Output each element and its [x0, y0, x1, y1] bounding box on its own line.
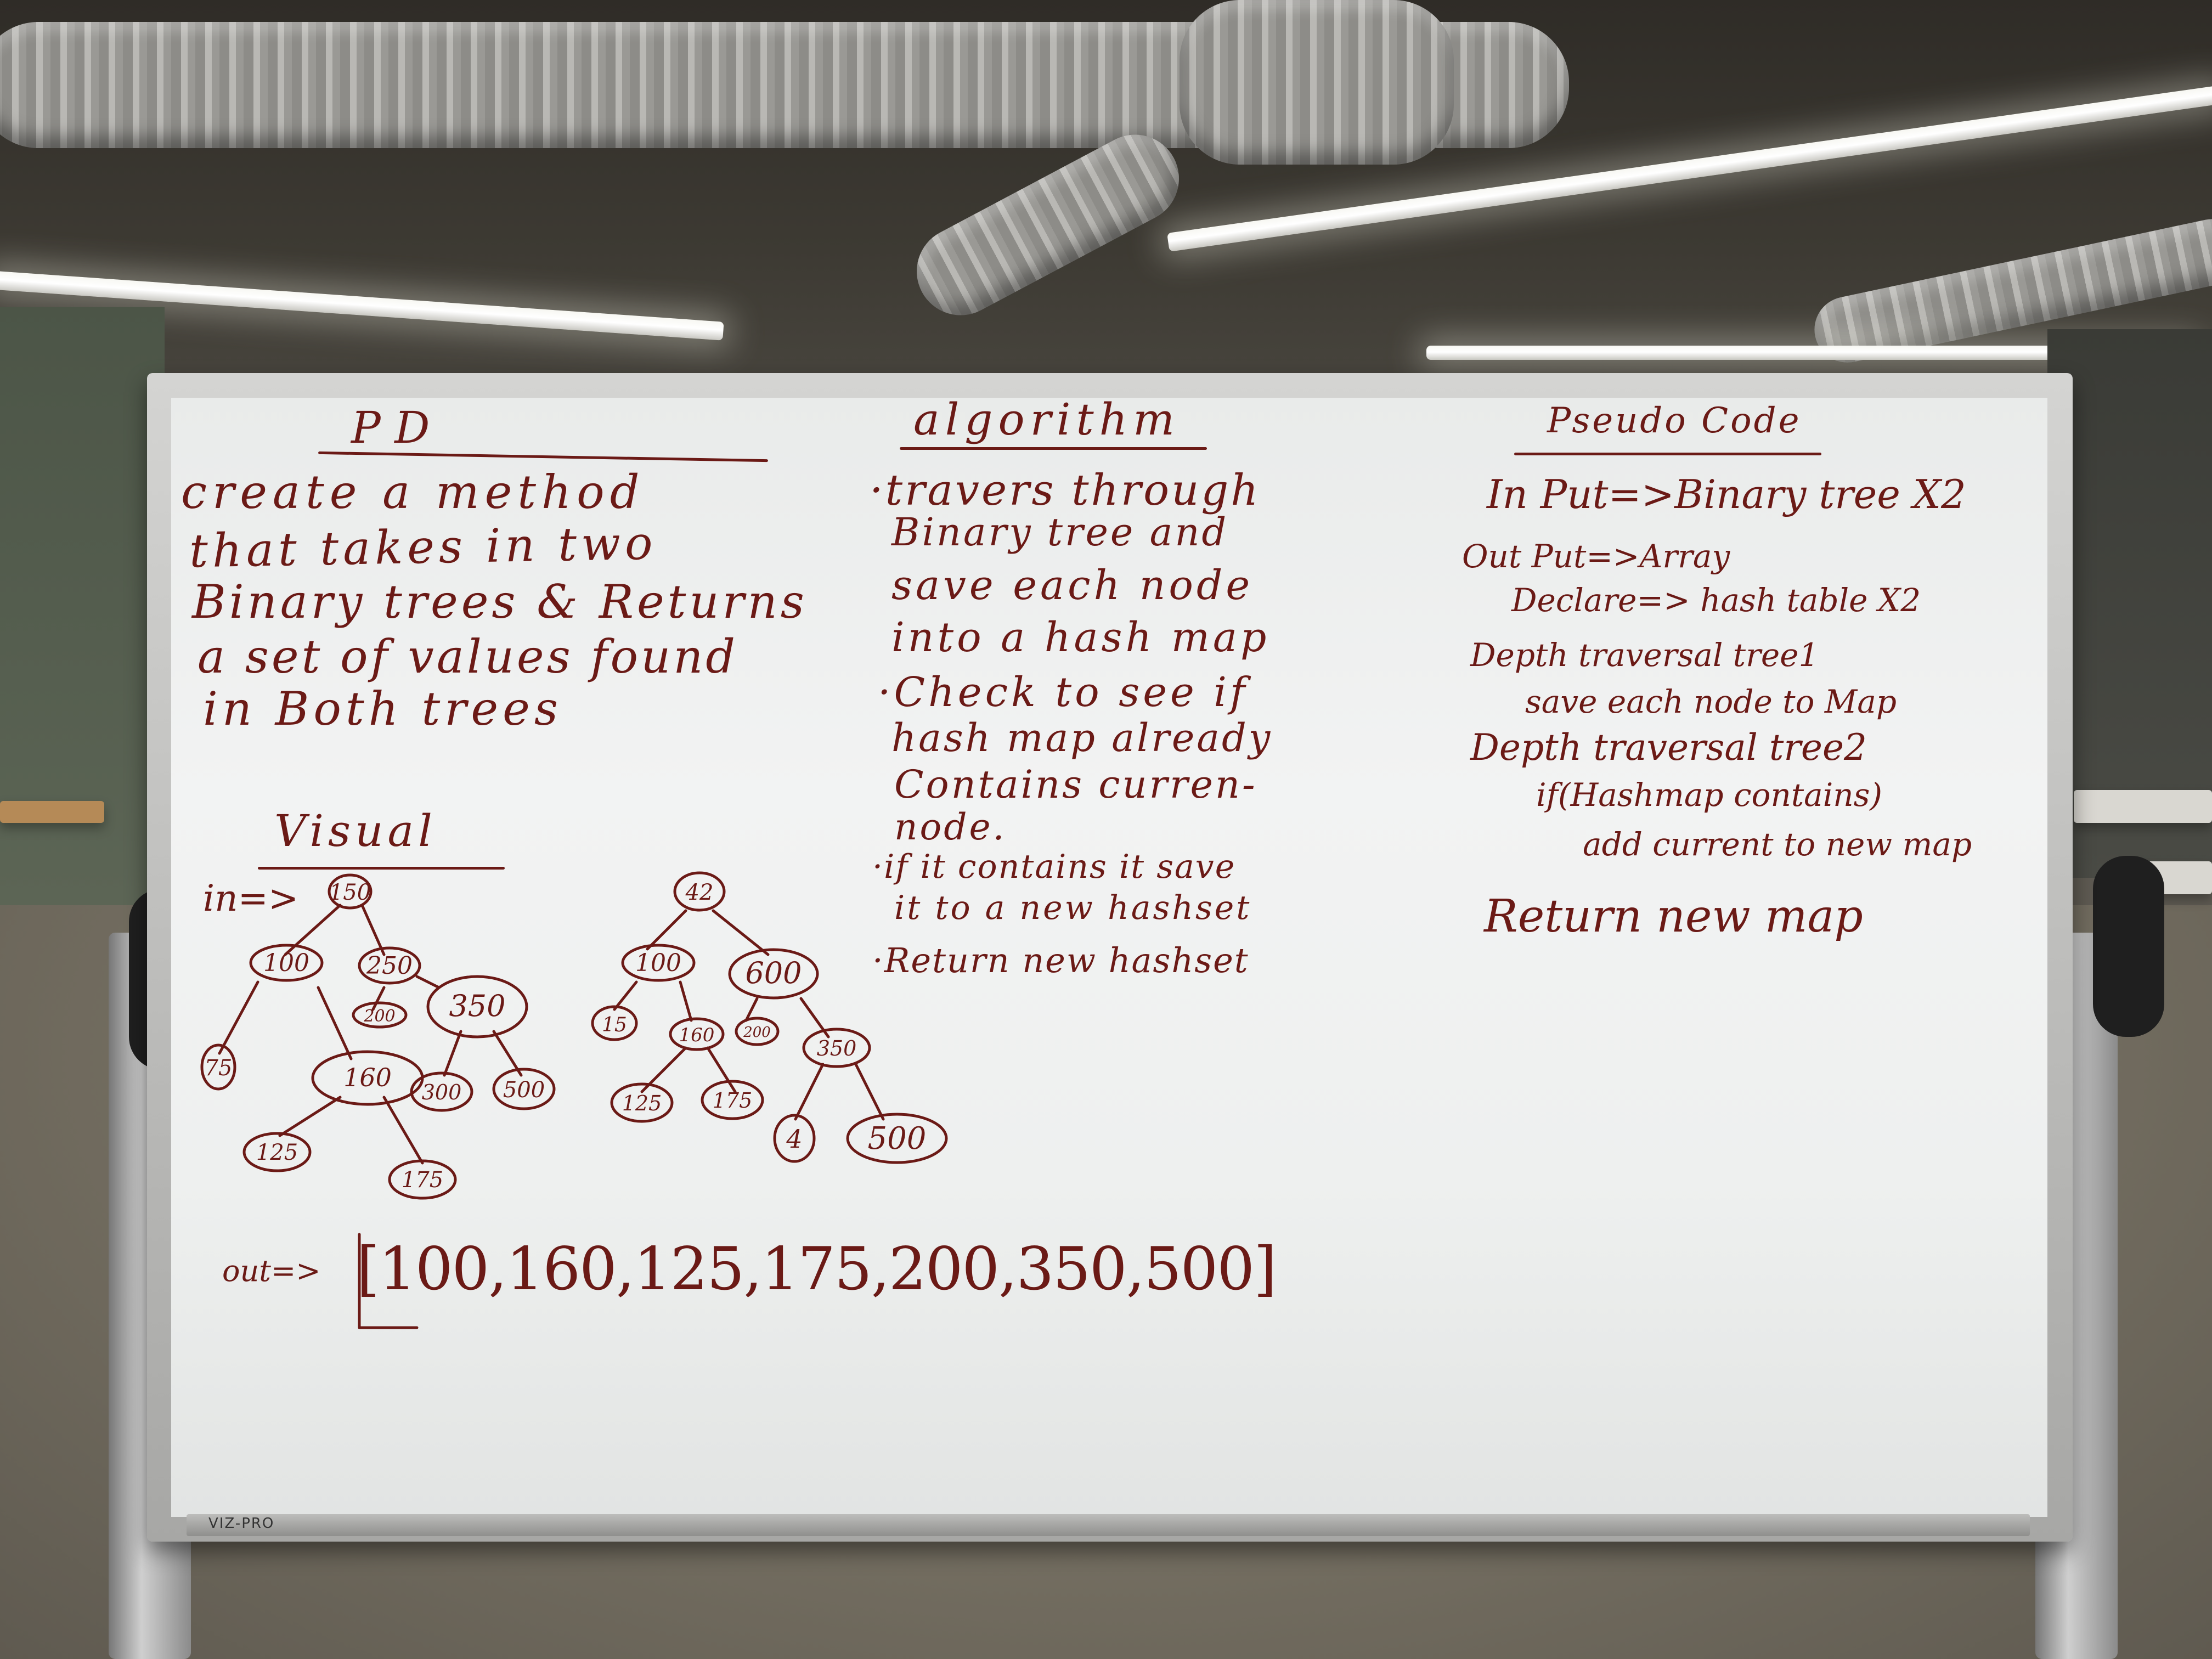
- tree1-node: 250: [366, 952, 413, 980]
- air-duct: [1180, 0, 1454, 165]
- tree1-node: 160: [343, 1063, 392, 1092]
- input-label: in=>: [203, 877, 299, 919]
- algorithm-line: ·Check to see if: [878, 669, 1249, 716]
- tree2-node: 160: [679, 1024, 715, 1046]
- pseudo-line: if(Hashmap contains): [1536, 776, 1883, 814]
- tree1-node: 125: [256, 1140, 298, 1165]
- whiteboard: [171, 398, 2047, 1517]
- pseudo-underline: [1514, 453, 1821, 455]
- pseudo-line: Declare=> hash table X2: [1511, 582, 1921, 619]
- algorithm-line: Contains curren-: [894, 762, 1257, 807]
- tree2-node: 100: [635, 949, 681, 977]
- pd-line: Binary trees & Returns: [192, 575, 808, 629]
- pseudo-line: Out Put=>Array: [1462, 538, 1730, 575]
- pseudo-line: Return new map: [1484, 890, 1863, 943]
- window-wall: [2047, 329, 2212, 878]
- algorithm-line: save each node: [891, 562, 1254, 609]
- pseudo-line: add current to new map: [1583, 826, 1972, 863]
- algorithm-line: node.: [894, 806, 1007, 848]
- tree2-node: 125: [622, 1091, 662, 1115]
- stand-clamp-right: [2093, 856, 2164, 1037]
- tree2-node: 175: [713, 1088, 753, 1113]
- tree2-node: 200: [743, 1024, 771, 1041]
- tree2-node: 15: [602, 1014, 627, 1036]
- tree1-node: 100: [263, 949, 309, 977]
- visual-heading: Visual: [274, 805, 437, 856]
- tree1-node: 75: [205, 1056, 233, 1081]
- pseudo-line: Depth traversal tree1: [1470, 636, 1819, 674]
- output-label: out=>: [222, 1254, 321, 1288]
- tree1-node: 350: [449, 989, 505, 1023]
- tree1-node: 500: [503, 1077, 545, 1103]
- algorithm-line: ·Return new hashset: [872, 940, 1249, 980]
- pseudo-line: In Put=>Binary tree X2: [1487, 471, 1966, 517]
- algorithm-line: it to a new hashset: [894, 889, 1252, 927]
- marker-tray: [187, 1514, 2030, 1536]
- tree1-node: 175: [402, 1167, 443, 1193]
- algorithm-underline: [900, 447, 1207, 450]
- pd-line: in Both trees: [203, 682, 562, 736]
- green-wall: [0, 307, 165, 938]
- visual-underline: [258, 867, 505, 870]
- white-table: [2074, 790, 2212, 823]
- algorithm-line: ·travers through: [870, 466, 1261, 515]
- pd-line: a set of values found: [198, 630, 738, 684]
- tree2-node: 42: [685, 880, 714, 905]
- algorithm-line: Binary tree and: [891, 510, 1229, 555]
- tree1-node: 150: [329, 880, 371, 905]
- pd-heading: P D: [351, 402, 430, 453]
- wooden-table: [0, 801, 104, 823]
- tree2-node: 4: [786, 1124, 802, 1154]
- tree2-node: 500: [868, 1121, 927, 1156]
- tree2-node: 600: [745, 956, 802, 990]
- output-array: [100,160,125,175,200,350,500]: [357, 1235, 1277, 1304]
- brand-label: VIZ-PRO: [208, 1515, 275, 1532]
- pseudo-heading: Pseudo Code: [1547, 400, 1802, 441]
- pseudo-line: Depth traversal tree2: [1470, 726, 1867, 769]
- algorithm-heading: algorithm: [913, 394, 1181, 445]
- pseudo-line: save each node to Map: [1525, 683, 1897, 720]
- algorithm-line: hash map already: [891, 715, 1273, 760]
- algorithm-line: ·if it contains it save: [872, 848, 1236, 886]
- tree1-node: 300: [422, 1080, 462, 1104]
- tree1-node: 200: [363, 1007, 395, 1026]
- tree2-node: 350: [817, 1036, 857, 1060]
- pd-line: create a method: [181, 465, 645, 519]
- algorithm-line: into a hash map: [891, 614, 1270, 661]
